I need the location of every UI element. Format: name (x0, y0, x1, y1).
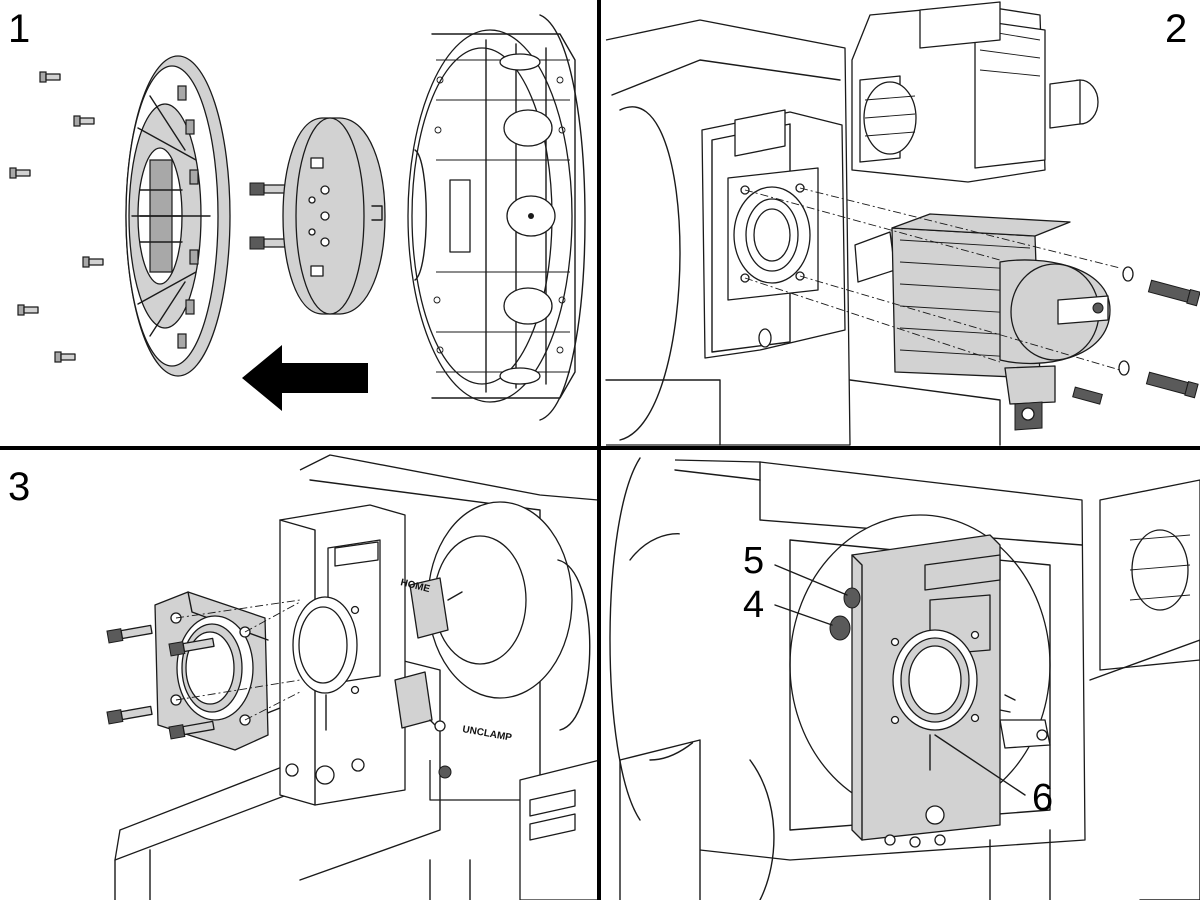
platter-disk (125, 55, 231, 377)
mounting-plate (279, 504, 452, 806)
rotary-turret (407, 14, 586, 421)
arrow-left-icon (242, 345, 368, 411)
flange-screws (106, 624, 215, 740)
limit-switches (394, 577, 463, 732)
screws-left-column (9, 71, 104, 363)
assembly-guide-lines (175, 599, 301, 721)
panel-2 (605, 1, 1200, 446)
assembly-guide-lines (744, 187, 1121, 371)
panel-1 (9, 14, 586, 421)
panel-number-2: 2 (1165, 7, 1187, 51)
callout-4: 4 (743, 584, 764, 626)
mounting-plate (701, 109, 846, 359)
motor-screws (1072, 266, 1200, 405)
set-screws (829, 587, 861, 641)
callout-leader-6 (934, 734, 1026, 796)
upper-motor (851, 1, 1099, 183)
panel-number-3: 3 (8, 465, 30, 509)
callout-6: 6 (1032, 777, 1053, 819)
hub-bolts (249, 182, 293, 250)
servo-motor (854, 213, 1111, 431)
panel-4 (609, 457, 1200, 900)
mounting-plate (851, 534, 1001, 848)
hub-cylinder (282, 117, 386, 315)
callout-leader-5 (774, 564, 848, 596)
callout-5: 5 (743, 540, 764, 582)
panel-3: HOME UNCLAMP (106, 454, 601, 900)
divider-horizontal (0, 446, 1200, 450)
panel-number-1: 1 (8, 7, 30, 51)
callout-leader-4 (774, 604, 833, 626)
